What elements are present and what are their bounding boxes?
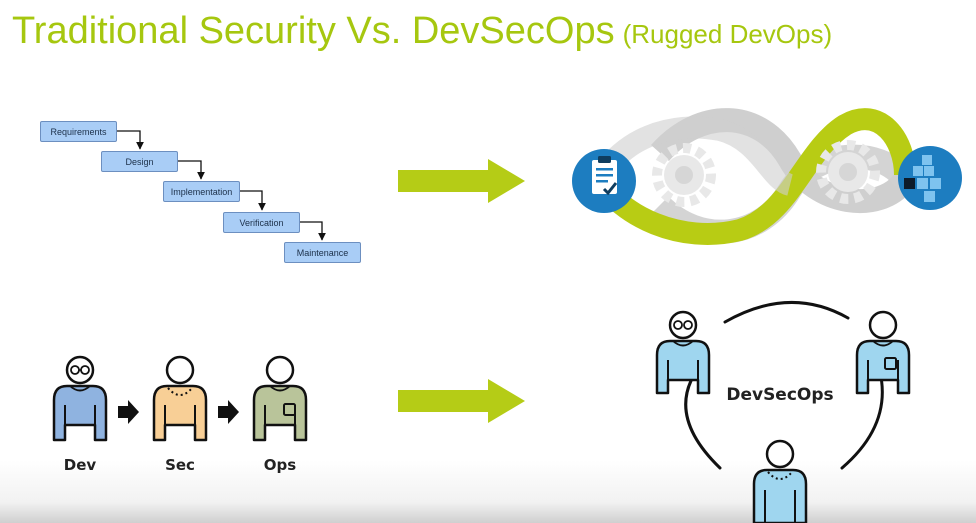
clipboard-checklist-icon: [572, 149, 636, 213]
person-sec-icon: [752, 439, 808, 523]
transition-arrow-top: [398, 159, 525, 203]
waterfall-step-implementation: Implementation: [163, 181, 240, 202]
person-ops-icon: [252, 355, 308, 442]
pipeline-arrow: [118, 400, 139, 424]
title-main: Traditional Security Vs. DevSecOps: [12, 10, 615, 52]
person-ops-icon: [855, 310, 911, 395]
role-label-dev: Dev: [63, 456, 97, 474]
waterfall-connectors: [117, 130, 326, 241]
devsecops-label: DevSecOps: [726, 385, 834, 405]
person-dev-icon: [52, 355, 108, 442]
waterfall-step-maintenance: Maintenance: [284, 242, 361, 263]
waterfall-step-design: Design: [101, 151, 178, 172]
gear-icon: [816, 140, 880, 204]
pipeline-arrow: [218, 400, 239, 424]
person-dev-icon: [655, 310, 711, 395]
waterfall-step-verification: Verification: [223, 212, 300, 233]
role-label-ops: Ops: [263, 456, 297, 474]
person-sec-icon: [152, 355, 208, 442]
role-label-sec: Sec: [165, 456, 195, 474]
blocks-icon: [898, 146, 962, 210]
infinity-loop: [590, 108, 916, 245]
transition-arrow-bottom: [398, 379, 525, 423]
waterfall-step-requirements: Requirements: [40, 121, 117, 142]
gear-icon: [652, 143, 716, 207]
title-sub: (Rugged DevOps): [622, 19, 833, 49]
slide-title: Traditional Security Vs. DevSecOps(Rugge…: [12, 10, 832, 53]
